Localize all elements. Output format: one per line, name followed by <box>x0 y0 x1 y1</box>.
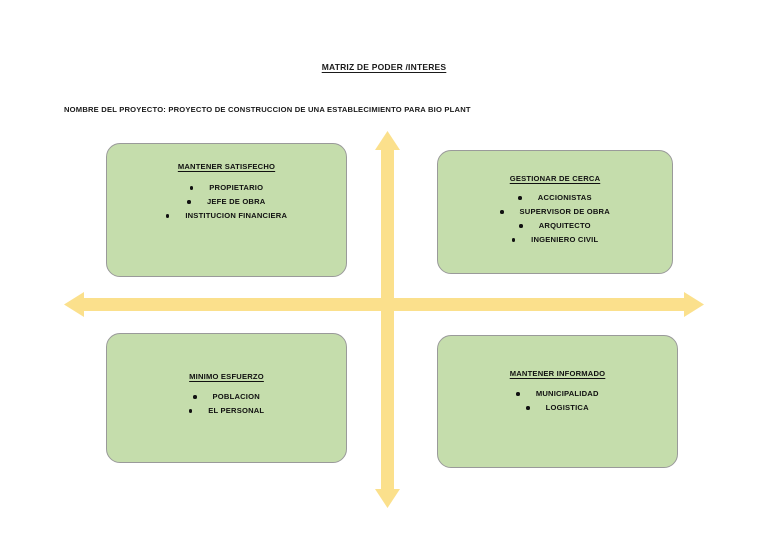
list-item-label: SUPERVISOR DE OBRA <box>519 207 610 216</box>
quadrant-mantener-satisfecho: MANTENER SATISFECHO PROPIETARIO JEFE DE … <box>106 143 347 277</box>
quadrant-gestionar-de-cerca: GESTIONAR DE CERCA ACCIONISTAS SUPERVISO… <box>437 150 673 274</box>
quadrant-heading: GESTIONAR DE CERCA <box>509 174 601 183</box>
list-item: POBLACION <box>193 390 260 404</box>
list-item: INSTITUCION FINANCIERA <box>165 209 288 223</box>
list-item-label: INGENIERO CIVIL <box>531 235 599 244</box>
list-item: EL PERSONAL <box>188 404 265 418</box>
bullet-icon <box>187 200 191 204</box>
horizontal-double-arrow-icon <box>64 292 704 317</box>
list-item-label: JEFE DE OBRA <box>206 197 266 206</box>
list-item: ACCIONISTAS <box>518 191 592 205</box>
list-item: JEFE DE OBRA <box>187 195 265 209</box>
bullet-icon <box>188 409 193 413</box>
vertical-double-arrow-icon <box>375 131 400 508</box>
list-item: MUNICIPALIDAD <box>516 387 598 401</box>
bullet-icon <box>193 395 197 399</box>
quadrant-minimo-esfuerzo: MINIMO ESFUERZO POBLACION EL PERSONAL <box>106 333 347 463</box>
list-item-label: ACCIONISTAS <box>537 193 592 202</box>
list-item-label: INSTITUCION FINANCIERA <box>185 211 288 220</box>
list-item-label: ARQUITECTO <box>538 221 591 230</box>
bullet-icon <box>189 186 194 190</box>
bullet-icon <box>500 210 504 214</box>
quadrant-stakeholder-list: PROPIETARIO JEFE DE OBRA INSTITUCION FIN… <box>165 181 288 223</box>
quadrant-heading: MANTENER INFORMADO <box>509 369 606 378</box>
quadrant-stakeholder-list: MUNICIPALIDAD LOGISTICA <box>516 387 598 415</box>
list-item-label: POBLACION <box>212 392 260 401</box>
list-item: ARQUITECTO <box>519 219 591 233</box>
list-item: INGENIERO CIVIL <box>511 233 599 247</box>
page-title-text: MATRIZ DE PODER /INTERES <box>321 62 447 72</box>
bullet-icon <box>165 214 170 218</box>
bullet-icon <box>516 392 520 396</box>
bullet-icon <box>526 406 530 410</box>
page-title: MATRIZ DE PODER /INTERES <box>0 62 768 72</box>
quadrant-heading: MANTENER SATISFECHO <box>177 162 276 171</box>
project-name-label: NOMBRE DEL PROYECTO: PROYECTO DE CONSTRU… <box>64 105 471 114</box>
quadrant-heading: MINIMO ESFUERZO <box>189 372 264 381</box>
quadrant-mantener-informado: MANTENER INFORMADO MUNICIPALIDAD LOGISTI… <box>437 335 678 468</box>
list-item-label: MUNICIPALIDAD <box>535 389 599 398</box>
quadrant-stakeholder-list: ACCIONISTAS SUPERVISOR DE OBRA ARQUITECT… <box>500 191 610 247</box>
list-item-label: PROPIETARIO <box>209 183 264 192</box>
quadrant-stakeholder-list: POBLACION EL PERSONAL <box>188 390 265 418</box>
bullet-icon <box>518 196 522 200</box>
list-item-label: EL PERSONAL <box>208 406 265 415</box>
bullet-icon <box>511 238 516 242</box>
list-item: SUPERVISOR DE OBRA <box>500 205 610 219</box>
list-item: PROPIETARIO <box>189 181 264 195</box>
list-item-label: LOGISTICA <box>545 403 589 412</box>
bullet-icon <box>519 224 523 228</box>
list-item: LOGISTICA <box>526 401 589 415</box>
